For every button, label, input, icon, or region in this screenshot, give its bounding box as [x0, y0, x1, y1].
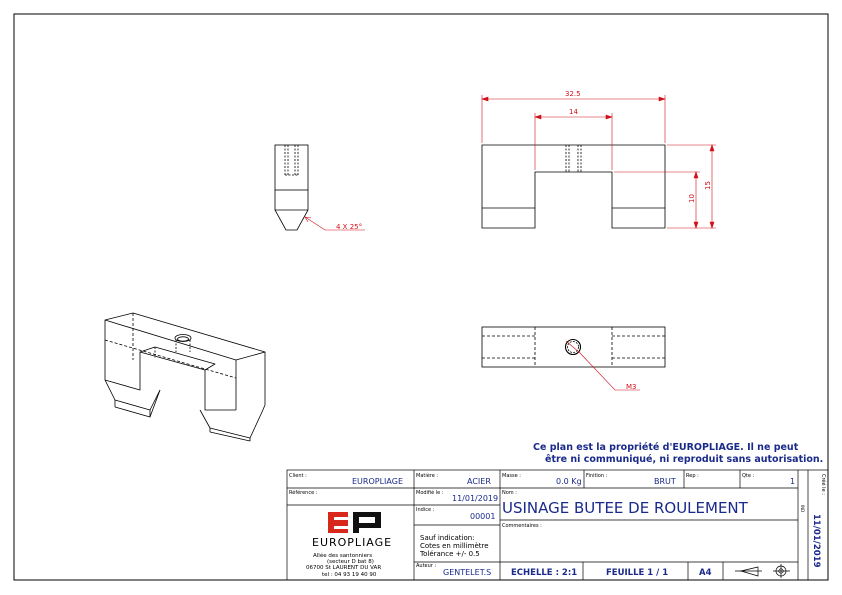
echelle-label: ECHELLE : 2:1	[511, 568, 577, 578]
chamfer-label: 4 X 25°	[336, 223, 362, 231]
notice-line-1: Ce plan est la propriété d'EUROPLIAGE. I…	[533, 442, 799, 453]
company-address-3: 06700 St LAURENT DU VAR	[306, 565, 381, 571]
auteur-value: GENTELET.S	[443, 568, 491, 577]
tolerance-line-3: Tolérance +/- 0.5	[419, 550, 480, 558]
feuille-label: FEUILLE 1 / 1	[606, 568, 668, 578]
qte-label: Qte :	[742, 473, 755, 479]
part-name: USINAGE BUTEE DE ROULEMENT	[502, 499, 749, 517]
creation-date: 11/01/2019	[811, 514, 821, 568]
finition-value: BRUT	[654, 477, 676, 486]
side-code: IND	[800, 505, 805, 512]
modifie-value: 11/01/2019	[452, 494, 498, 503]
thread-label: M3	[626, 383, 637, 391]
client-value: EUROPLIAGE	[352, 477, 403, 486]
isometric-view	[104, 312, 266, 442]
auteur-label: Auteur :	[416, 563, 436, 569]
notice-line-2: être ni communiqué, ni reproduit sans au…	[545, 454, 823, 465]
side-view	[274, 144, 309, 231]
client-label: Client :	[289, 473, 307, 479]
title-block-grid	[286, 469, 829, 581]
front-dimensions	[481, 95, 716, 229]
masse-value: 0.0 Kg	[556, 477, 582, 486]
modifie-label: Modifié le :	[416, 489, 444, 496]
commentaires-label: Commentaires :	[502, 523, 542, 529]
company-logo	[328, 512, 381, 533]
front-view	[481, 144, 666, 229]
creation-label: Créé le :	[820, 474, 827, 495]
indice-value: 00001	[470, 512, 495, 521]
company-address-2: (secteur D bat 8)	[327, 559, 374, 565]
rep-label: Rep :	[686, 473, 699, 479]
format-label: A4	[699, 568, 712, 578]
finition-label: Finition :	[586, 473, 608, 479]
company-name: EUROPLIAGE	[312, 536, 392, 549]
slot-depth-label: 10	[688, 194, 696, 203]
nom-label: Nom :	[502, 490, 517, 496]
matiere-label: Matière :	[416, 472, 438, 479]
overall-width-label: 32.5	[565, 90, 581, 98]
slot-width-label: 14	[569, 108, 578, 116]
projection-symbol-icon	[735, 564, 790, 578]
indice-label: Indice :	[416, 507, 435, 513]
tolerance-line-2: Cotes en millimètre	[420, 542, 489, 550]
company-phone: tel : 04 93 19 40 90	[322, 572, 377, 578]
matiere-value: ACIER	[467, 477, 491, 486]
top-view	[481, 326, 666, 368]
masse-label: Masse :	[502, 473, 521, 479]
reference-label: Référence :	[289, 489, 318, 496]
chamfer-dimension	[304, 216, 365, 231]
qte-value: 1	[790, 477, 795, 486]
thread-dimension	[565, 340, 640, 391]
overall-height-label: 15	[704, 181, 712, 190]
tolerance-line-1: Sauf indication:	[420, 534, 475, 542]
company-address-1: Allée des santonniers	[313, 552, 372, 559]
